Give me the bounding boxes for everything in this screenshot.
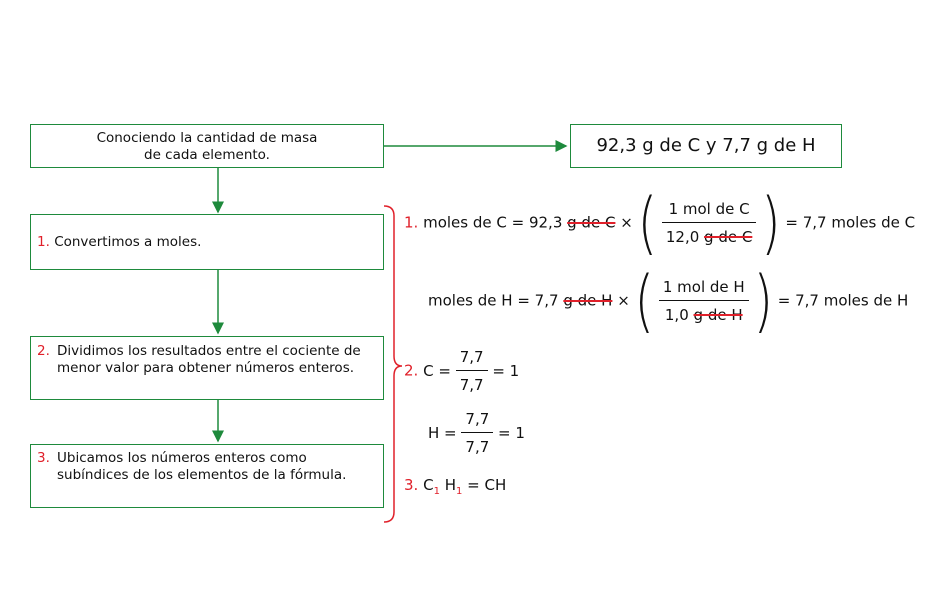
eq-5-c: C <box>423 476 434 494</box>
eq-4-numerator: 7,7 <box>461 410 494 433</box>
left-paren: ( <box>634 261 655 341</box>
step-3-text: Ubicamos los números enteros como subínd… <box>57 450 347 483</box>
step-2-number: 2. <box>37 343 50 359</box>
known-mass-line2: de cada elemento. <box>144 147 270 163</box>
equation-moles-c: 1. moles de C = 92,3 g de C × ( 1 mol de… <box>404 189 916 257</box>
step-3-number: 3. <box>37 450 50 466</box>
known-mass-box: Conociendo la cantidad de masa de cada e… <box>30 124 384 168</box>
step-1-text: Convertimos a moles. <box>54 234 202 250</box>
eq-3-fraction: 7,7 7,7 <box>455 348 488 394</box>
step-1-number: 1. <box>37 234 50 250</box>
eq-2-numerator: 1 mol de H <box>658 278 749 301</box>
eq-2-times: × <box>617 291 630 310</box>
eq-2-den-strike: g de H <box>693 306 743 324</box>
eq-3-lhs: C = <box>423 362 451 380</box>
eq-1-numerator: 1 mol de C <box>661 200 757 223</box>
equation-formula: 3. C1 H1 = CH <box>404 476 506 497</box>
eq-1-strike: g de C <box>567 213 616 232</box>
right-paren: ) <box>753 261 773 341</box>
equation-h-ratio: H = 7,7 7,7 = 1 <box>428 410 525 456</box>
right-brace <box>383 205 403 523</box>
eq-5-h-subscript: 1 <box>456 486 463 497</box>
eq-2-fraction: 1 mol de H 1,0 g de H <box>658 278 749 324</box>
mass-result-box: 92,3 g de C y 7,7 g de H <box>570 124 842 168</box>
eq-1-times: × <box>620 213 633 232</box>
step-3-box: 3. Ubicamos los números enteros como sub… <box>30 444 384 508</box>
eq-4-lhs: H = <box>428 424 457 442</box>
equation-moles-h: moles de H = 7,7 g de H × ( 1 mol de H 1… <box>428 267 909 335</box>
mass-result-text: 92,3 g de C y 7,7 g de H <box>596 135 816 156</box>
eq-2-den-value: 1,0 <box>664 306 689 324</box>
eq-5-rhs: = CH <box>467 476 507 494</box>
eq-2-rhs: = 7,7 moles de H <box>777 291 909 310</box>
eq-1-number: 1. <box>404 213 419 232</box>
eq-1-rhs: = 7,7 moles de C <box>785 213 916 232</box>
eq-4-denominator: 7,7 <box>465 438 490 456</box>
step-2-text: Dividimos los resultados entre el cocien… <box>57 343 361 376</box>
eq-1-fraction: 1 mol de C 12,0 g de C <box>661 200 757 246</box>
eq-1-lhs: moles de C = 92,3 <box>423 213 563 232</box>
eq-4-rhs: = 1 <box>498 424 525 442</box>
step-1-box: 1. Convertimos a moles. <box>30 214 384 270</box>
eq-2-denominator: 1,0 g de H <box>659 301 749 324</box>
eq-3-denominator: 7,7 <box>459 376 484 394</box>
eq-5-h: H <box>444 476 457 494</box>
eq-2-lhs: moles de H = 7,7 <box>428 291 559 310</box>
equation-c-ratio: 2. C = 7,7 7,7 = 1 <box>404 348 519 394</box>
eq-1-den-value: 12,0 <box>665 228 700 246</box>
right-paren: ) <box>761 183 781 263</box>
step-2-box: 2. Dividimos los resultados entre el coc… <box>30 336 384 400</box>
known-mass-line1: Conociendo la cantidad de masa <box>96 130 318 146</box>
left-paren: ( <box>637 183 658 263</box>
eq-3-number: 2. <box>404 361 419 380</box>
eq-4-fraction: 7,7 7,7 <box>461 410 494 456</box>
eq-5-c-subscript: 1 <box>433 486 440 497</box>
eq-5-number: 3. <box>404 476 419 494</box>
eq-1-den-strike: g de C <box>704 228 753 246</box>
eq-3-numerator: 7,7 <box>455 348 488 371</box>
eq-1-denominator: 12,0 g de C <box>662 223 756 246</box>
eq-2-strike: g de H <box>563 291 613 310</box>
eq-3-rhs: = 1 <box>492 362 520 380</box>
